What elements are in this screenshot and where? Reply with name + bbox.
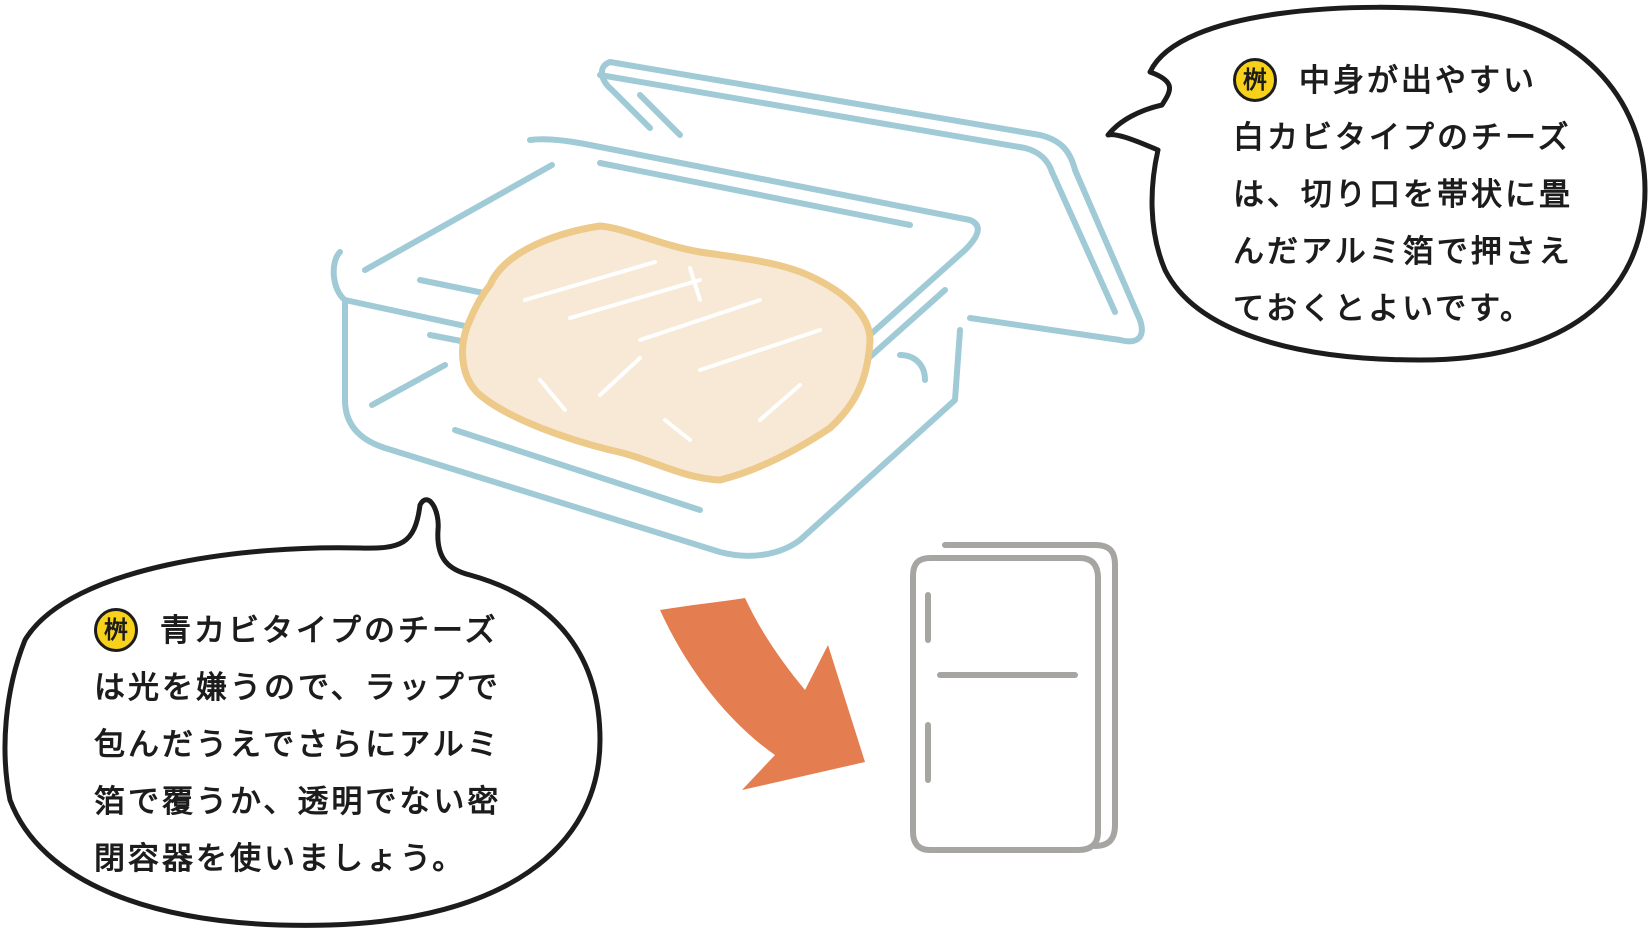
text-line: 包んだうえでさらにアルミ (94, 727, 501, 763)
speech-bubble-left (2, 497, 603, 928)
text-line: 閉容器を使いましょう。 (94, 841, 467, 877)
container-lid (597, 59, 1145, 345)
bubble-right-line: 桝中身が出やすい (1233, 53, 1573, 110)
cheese-block (459, 222, 874, 484)
text-line: は光を嫌うので、ラップで (94, 670, 501, 706)
text-line: 中身が出やすい (1299, 63, 1537, 99)
text-line: 青カビタイプのチーズ (160, 613, 499, 649)
text-line: 白カビタイプのチーズ (1233, 120, 1572, 156)
bubble-left-text: 桝青カビタイプのチーズ は光を嫌うので、ラップで 包んだうえでさらにアルミ 箔で… (94, 603, 501, 888)
refrigerator-icon (910, 542, 1118, 853)
badge-icon: 桝 (94, 607, 138, 652)
badge-icon: 桝 (1233, 57, 1277, 102)
text-line: 箔で覆うか、透明でない密 (94, 784, 502, 820)
text-line: ておくとよいです。 (1233, 291, 1535, 327)
bubble-left-line: 桝青カビタイプのチーズ (94, 603, 501, 660)
text-line: んだアルミ箔で押さえ (1233, 234, 1573, 270)
text-line: は、切り口を帯状に畳 (1233, 177, 1573, 213)
arrow-to-fridge (660, 598, 865, 790)
bubble-right-text: 桝中身が出やすい 白カビタイプのチーズ は、切り口を帯状に畳 んだアルミ箔で押さ… (1233, 53, 1573, 338)
